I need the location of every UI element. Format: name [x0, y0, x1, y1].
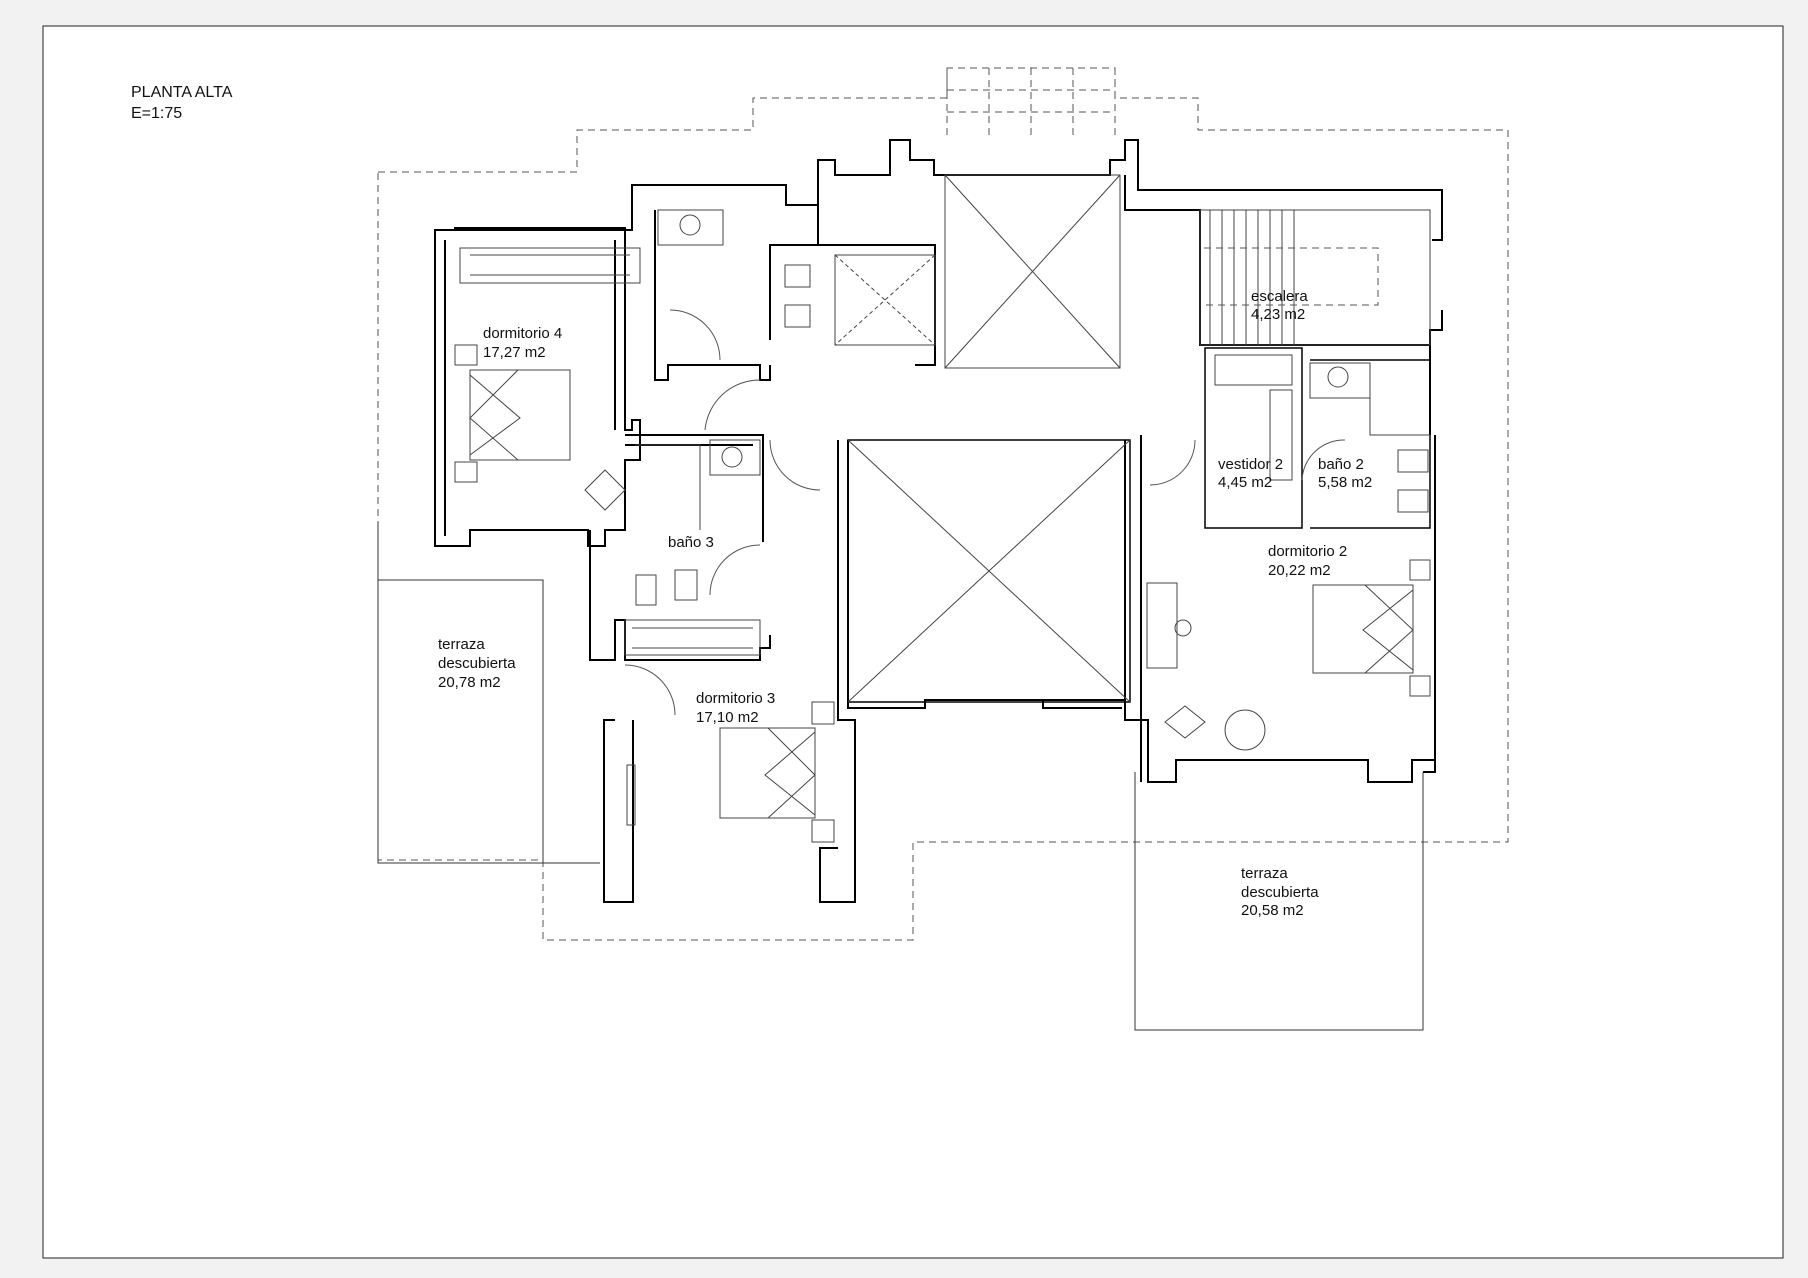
stair [1199, 209, 1431, 346]
label2-terraza-oeste: descubierta [438, 655, 516, 672]
bano-upper [657, 209, 811, 328]
label-dormitorio-4: dormitorio 4 [483, 325, 562, 342]
void-center [847, 439, 1131, 703]
area-terraza-oeste: 20,78 m2 [438, 674, 501, 691]
roof-outline [377, 67, 1509, 941]
terrace-west [377, 522, 600, 864]
plan-scale: E=1:75 [131, 105, 182, 122]
label-terraza-oeste: terraza [438, 636, 485, 653]
plan-title: PLANTA ALTA [131, 84, 233, 101]
label-dormitorio-3: dormitorio 3 [696, 690, 775, 707]
area-escalera: 4,23 m2 [1251, 306, 1305, 323]
label-escalera: escalera [1251, 288, 1308, 305]
skylight [834, 254, 936, 346]
vestidor-2-area [1204, 347, 1303, 529]
label-terraza-sur: terraza [1241, 865, 1288, 882]
bano-2-area [1309, 359, 1431, 529]
label-dormitorio-2: dormitorio 2 [1268, 543, 1347, 560]
bano-3-area [635, 439, 761, 606]
area-bano-2: 5,58 m2 [1318, 474, 1372, 491]
label-bano-2: baño 2 [1318, 456, 1364, 473]
terrace-south [1134, 772, 1424, 1031]
label-bano-3: baño 3 [668, 534, 714, 551]
area-terraza-sur: 20,58 m2 [1241, 902, 1304, 919]
room-labels: dormitorio 4 17,27 m2 baño 3 dormitorio … [438, 288, 1372, 919]
bed-dormitorio-2 [1312, 559, 1431, 697]
area-dormitorio-4: 17,27 m2 [483, 344, 546, 361]
area-dormitorio-2: 20,22 m2 [1268, 562, 1331, 579]
void-upper [944, 174, 1121, 369]
bed-dormitorio-4 [454, 247, 641, 511]
area-vestidor-2: 4,45 m2 [1218, 474, 1272, 491]
label2-terraza-sur: descubierta [1241, 884, 1319, 901]
area-dormitorio-3: 17,10 m2 [696, 709, 759, 726]
desk-dormitorio-2 [1146, 582, 1266, 751]
door-swings [624, 309, 1346, 716]
bed-dormitorio-3 [624, 619, 835, 843]
label-vestidor-2: vestidor 2 [1218, 456, 1283, 473]
